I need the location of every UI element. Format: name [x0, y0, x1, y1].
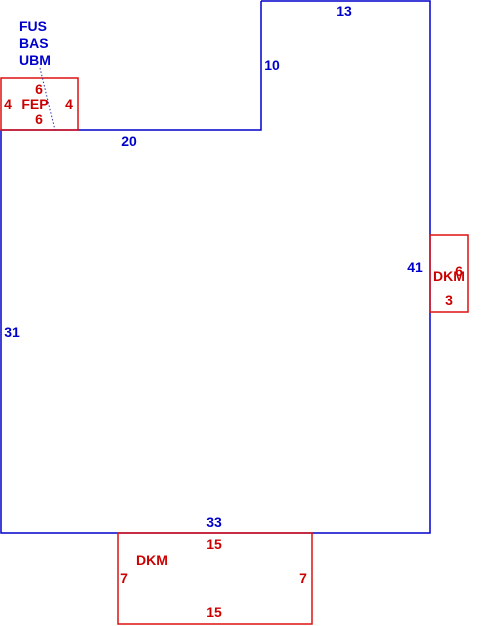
dkm-bottom-dim-left: 7: [120, 570, 128, 586]
dim-notch-bottom: 20: [121, 133, 137, 149]
dim-left: 31: [4, 324, 20, 340]
dkm-bottom-outline: [117, 532, 313, 625]
dkm-right-label: DKM: [433, 268, 465, 284]
fep-label: FEP: [21, 96, 48, 112]
dim-top: 13: [336, 3, 352, 19]
fep-dim-top: 6: [35, 81, 43, 97]
dim-right: 41: [407, 259, 423, 275]
legend-line-1: FUS: [19, 18, 47, 34]
legend-line-3: UBM: [19, 52, 51, 68]
dkm-right-outline: [429, 234, 469, 313]
dim-notch-right: 10: [264, 57, 280, 73]
legend-line-2: BAS: [19, 35, 49, 51]
main-structure-outline: [0, 0, 431, 534]
dkm-right-dim-inner: 6: [455, 263, 463, 279]
dkm-bottom-dim-right: 7: [299, 570, 307, 586]
dkm-bottom-dim-bottom: 15: [206, 604, 222, 620]
legend-leader-line: [39, 67, 56, 131]
dkm-right-dim-bottom: 3: [445, 292, 453, 308]
fep-dim-bottom: 6: [35, 111, 43, 127]
fep-outline: [0, 77, 79, 131]
fep-dim-right: 4: [65, 96, 73, 112]
dkm-bottom-dim-top: 15: [206, 536, 222, 552]
dim-bottom: 33: [206, 514, 222, 530]
fep-dim-left: 4: [4, 96, 12, 112]
dkm-bottom-label: DKM: [136, 552, 168, 568]
